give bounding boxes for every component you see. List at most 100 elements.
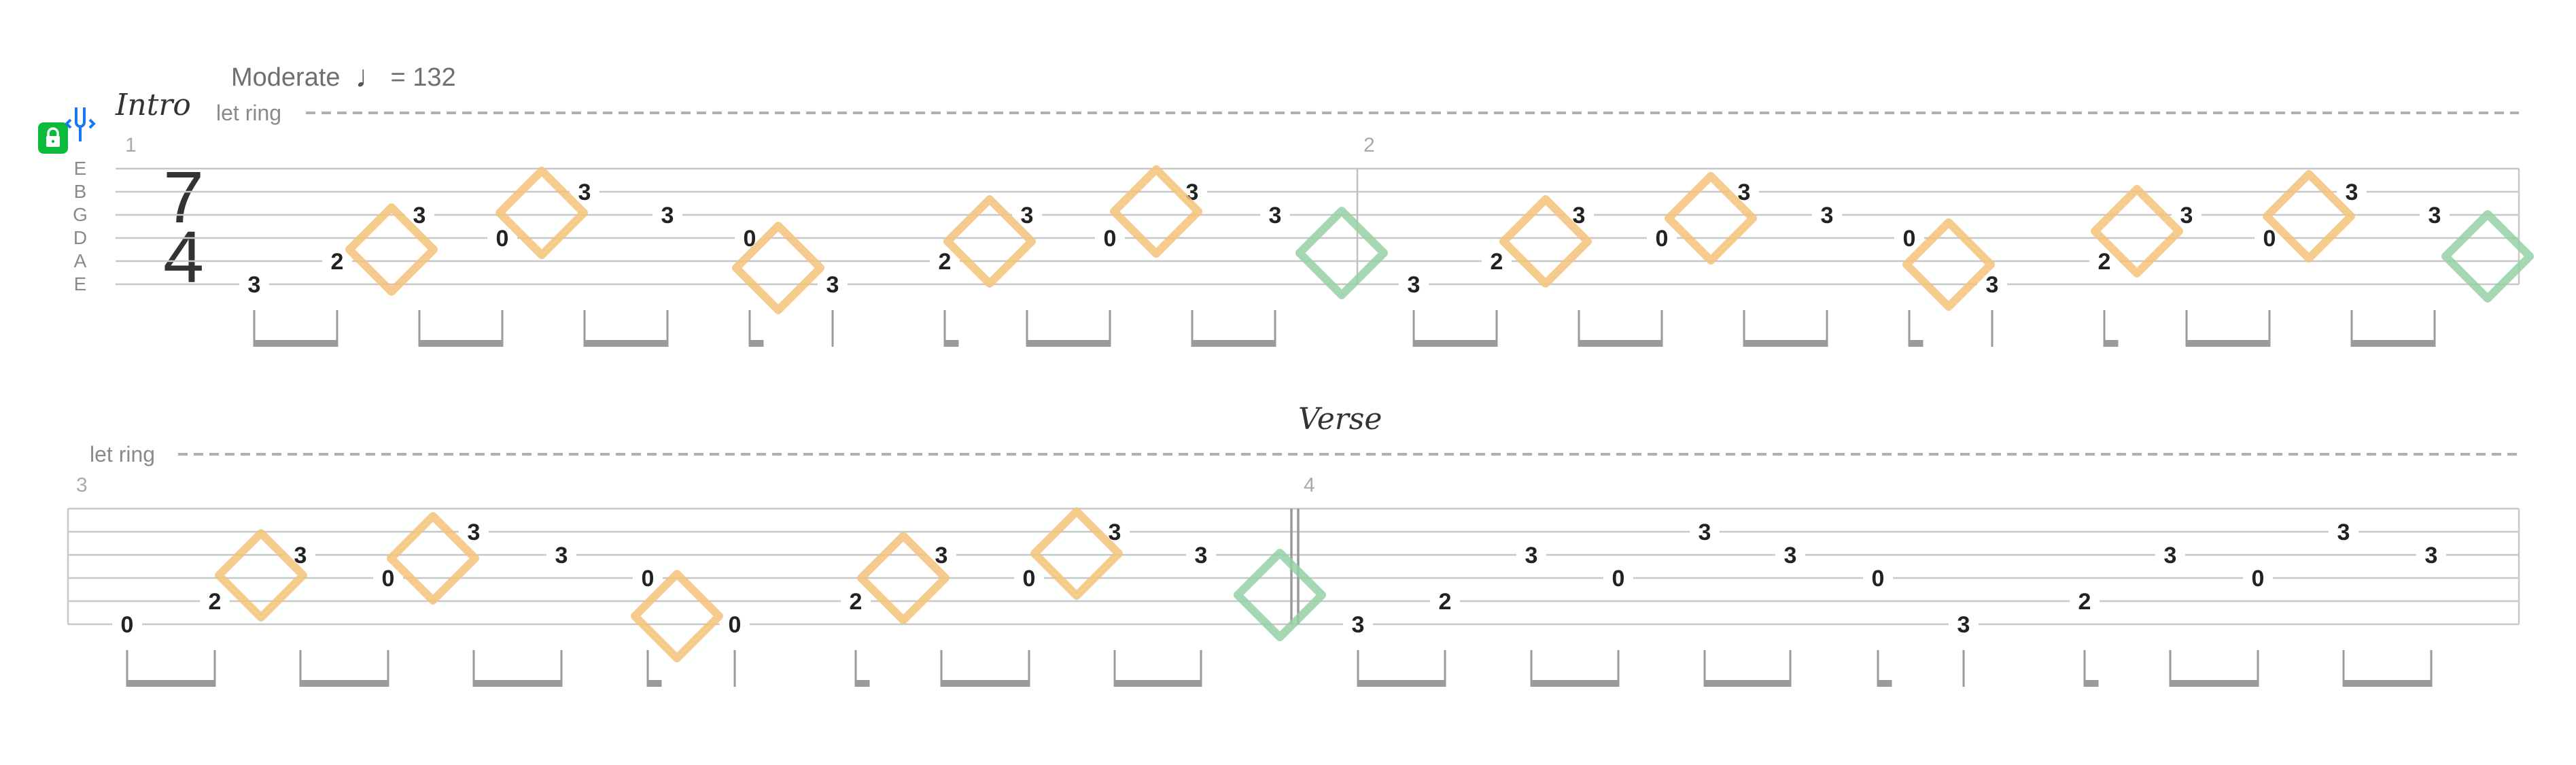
section-marker-intro: Intro [116, 88, 191, 122]
playback-marker-orange [631, 570, 723, 662]
fret-number: 3 [2337, 520, 2350, 545]
playback-marker-orange [495, 167, 588, 259]
fret-gap [1949, 613, 1979, 635]
fret-number: 3 [1784, 543, 1797, 568]
playback-marker-orange [1499, 195, 1592, 288]
fret-gap [1014, 567, 1044, 589]
fret-gap [652, 204, 682, 226]
playback-marker-orange [2091, 185, 2183, 277]
fret-gap [1430, 590, 1460, 612]
fret-number: 3 [661, 203, 674, 228]
note-flag-stub [748, 340, 764, 347]
fret-number: 3 [1195, 543, 1208, 568]
fret-gap [1516, 544, 1546, 566]
fret-gap [2172, 204, 2201, 226]
fret-number: 3 [2346, 180, 2359, 205]
fret-gap [1863, 567, 1893, 589]
lock-icon[interactable] [38, 122, 68, 154]
fret-number: 3 [1699, 520, 1711, 545]
fret-number: 2 [209, 589, 222, 615]
note-beam [299, 680, 389, 687]
note-flag-stub [2083, 680, 2099, 687]
fret-gap [1343, 613, 1373, 635]
fret-number: 2 [331, 249, 344, 275]
fret-number: 2 [2098, 249, 2111, 275]
fret-number: 0 [1656, 226, 1669, 252]
fret-number: 0 [1872, 566, 1885, 592]
fret-number: 3 [1352, 612, 1365, 638]
fret-number: 3 [2429, 203, 2441, 228]
note-beam [1743, 340, 1828, 347]
fret-number: 3 [1269, 203, 1282, 228]
fret-number: 2 [1439, 589, 1452, 615]
note-beam [1026, 340, 1111, 347]
note-beam [2342, 680, 2433, 687]
fret-number: 3 [2164, 543, 2177, 568]
playback-marker-orange [387, 512, 479, 605]
fret-gap [200, 590, 230, 612]
playback-marker-orange [1030, 507, 1123, 600]
fret-number: 3 [1986, 272, 1999, 298]
fret-gap [1603, 567, 1633, 589]
fret-number: 3 [1957, 612, 1970, 638]
tempo-marking: Moderate♩= 132 [231, 60, 456, 95]
note-beam [1578, 340, 1663, 347]
fret-number: 0 [1612, 566, 1625, 592]
fret-gap [818, 273, 848, 295]
fret-gap [2070, 590, 2100, 612]
note-flag-stub [2103, 340, 2119, 347]
fret-number: 3 [1573, 203, 1586, 228]
note-beam [2185, 340, 2271, 347]
section-marker-verse: Verse [1298, 402, 1382, 437]
fret-number: 3 [2180, 203, 2193, 228]
fret-number: 0 [1023, 566, 1036, 592]
fret-number: 0 [121, 612, 134, 638]
fret-number: 0 [1903, 226, 1916, 252]
fret-number: 3 [248, 272, 261, 298]
playback-marker-orange [943, 195, 1036, 288]
bar-number: 4 [1304, 474, 1315, 496]
fret-number: 0 [744, 226, 756, 252]
fret-gap [633, 567, 663, 589]
fret-number: 2 [850, 589, 863, 615]
note-beam [1412, 340, 1498, 347]
note-beam [583, 340, 669, 347]
fret-number: 2 [2078, 589, 2091, 615]
fret-number: 0 [382, 566, 395, 592]
fret-gap [112, 613, 142, 635]
fret-gap [841, 590, 871, 612]
time-signature-numerator: 7 [162, 156, 205, 238]
fret-gap [1260, 204, 1290, 226]
string-label: E [73, 158, 87, 179]
fret-gap [2155, 544, 2185, 566]
fret-gap [2329, 521, 2359, 543]
fret-gap [1482, 250, 1512, 272]
note-beam [1191, 340, 1276, 347]
fret-gap [239, 273, 269, 295]
fret-gap [1775, 544, 1805, 566]
bar-number: 2 [1363, 134, 1375, 156]
note-beam [126, 680, 216, 687]
bar-number: 1 [125, 134, 137, 156]
fret-number: 3 [1738, 180, 1751, 205]
playback-marker-orange [215, 529, 307, 622]
time-signature-denominator: 4 [162, 216, 205, 298]
fret-gap [720, 613, 750, 635]
playback-marker-green [2441, 210, 2534, 303]
note-flag-stub [943, 340, 959, 347]
fret-number: 3 [2425, 543, 2438, 568]
tuning-fork-icon[interactable] [63, 105, 98, 144]
fret-number: 3 [413, 203, 426, 228]
fret-number: 0 [2263, 226, 2276, 252]
fret-number: 3 [1408, 272, 1421, 298]
quarter-note-icon: ♩ [355, 58, 387, 94]
playback-marker-orange [1110, 165, 1202, 258]
fret-gap [1095, 227, 1125, 249]
fret-number: 3 [935, 543, 948, 568]
fret-number: 3 [1821, 203, 1834, 228]
fret-gap [1647, 227, 1677, 249]
tempo-value: = 132 [390, 63, 456, 92]
bar-number: 3 [76, 474, 88, 496]
fret-number: 3 [555, 543, 568, 568]
